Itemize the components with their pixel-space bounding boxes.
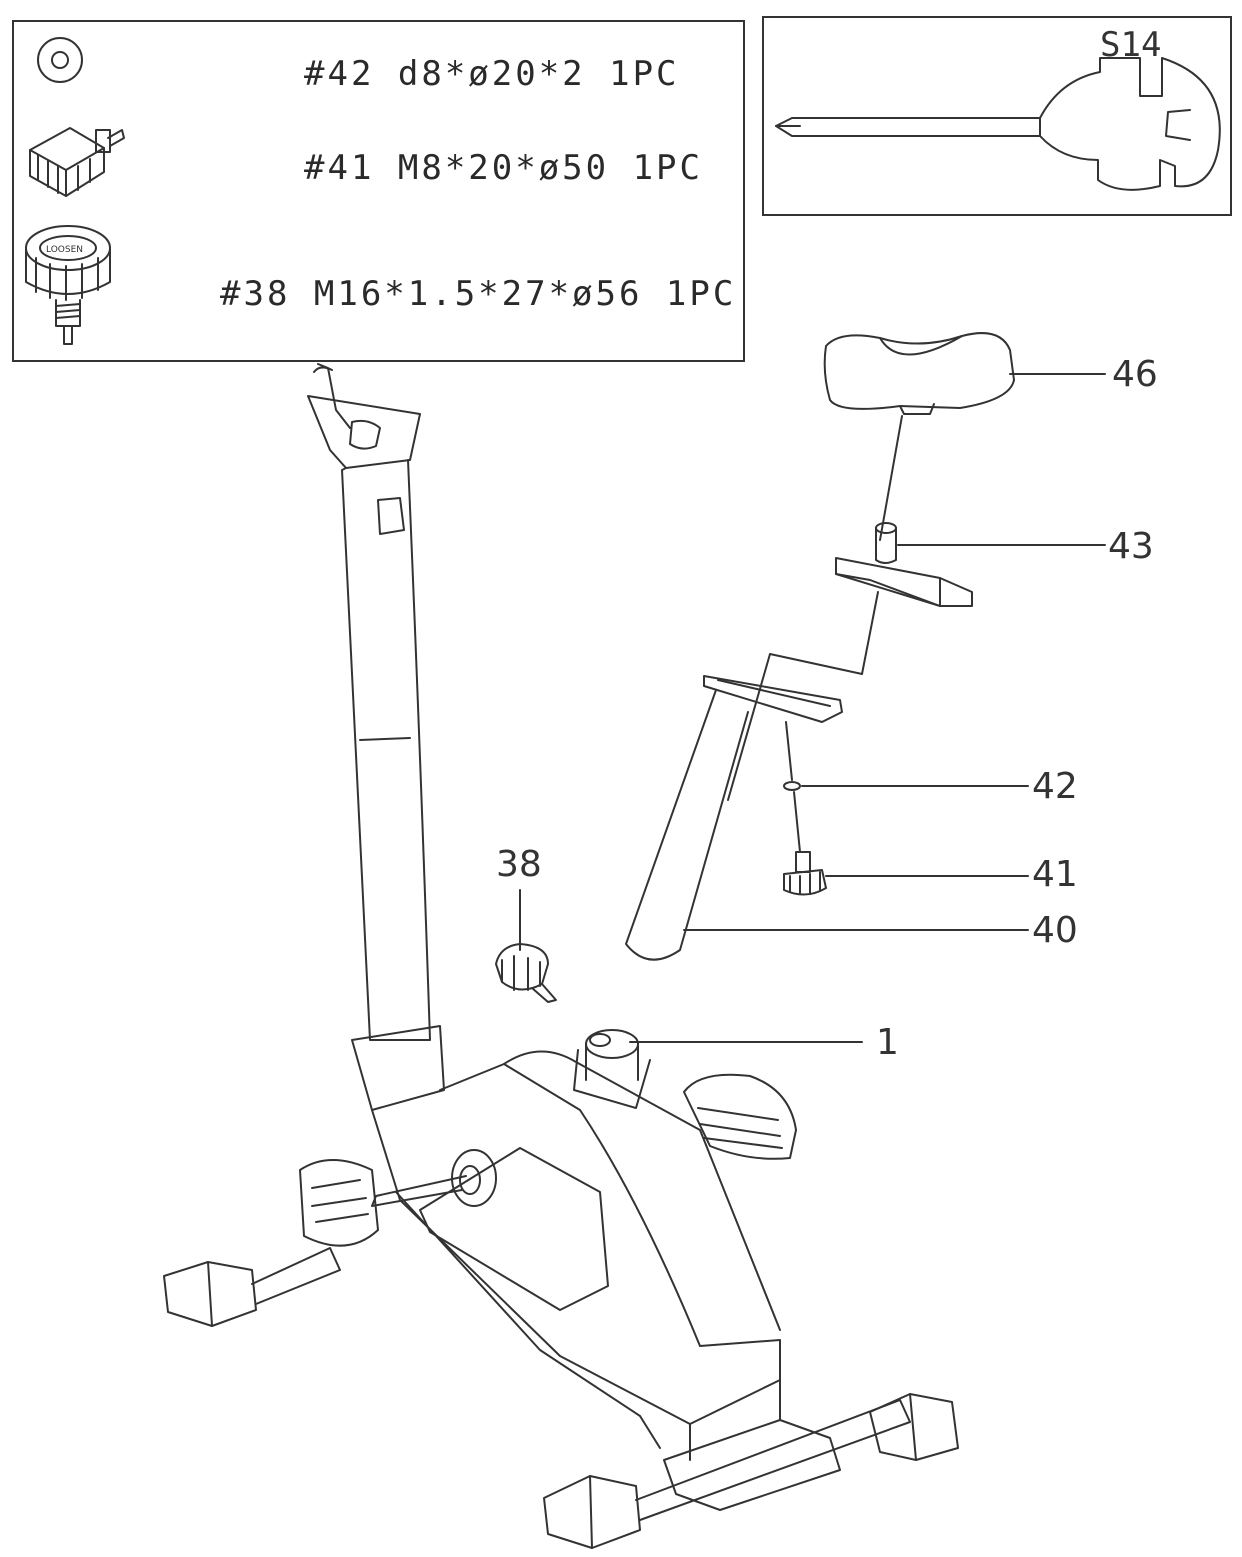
rear-stabilizer — [543, 1393, 959, 1549]
callout-1: 1 — [876, 1022, 899, 1063]
seat-post-part — [625, 675, 843, 961]
washer-icon — [37, 37, 83, 83]
callout-40: 40 — [1032, 910, 1078, 951]
knob-bolt-icon — [29, 127, 125, 197]
callout-41: 41 — [1032, 854, 1078, 895]
seat-slider-part — [727, 522, 973, 801]
screwdriver-wrench-icon: S14 — [775, 25, 1221, 191]
knob-loosen-text: LOOSEN — [46, 245, 83, 255]
callout-42: 42 — [1032, 766, 1078, 807]
callout-43: 43 — [1108, 526, 1154, 567]
adjust-knob-icon: LOOSEN — [25, 225, 111, 345]
callout-46: 46 — [1112, 354, 1158, 395]
washer-part — [783, 781, 801, 853]
part-spec-38: #38 M16*1.5*27*ø56 1PC — [220, 274, 737, 314]
handlebar-post — [307, 363, 431, 1041]
parts-list-box: #42 d8*ø20*2 1PC #41 M8*20*ø50 1PC #38 M… — [12, 20, 745, 362]
knob-part-41 — [783, 851, 827, 896]
tool-box — [762, 16, 1232, 216]
callout-38: 38 — [496, 844, 542, 885]
front-stabilizer — [163, 1247, 341, 1327]
tool-size-label: S14 — [1100, 25, 1161, 65]
knob-part-38 — [495, 889, 557, 1003]
part-spec-41: #41 M8*20*ø50 1PC — [304, 148, 703, 188]
main-body — [351, 1025, 781, 1461]
pedal-crank — [299, 1073, 797, 1247]
seat-part — [823, 332, 1015, 541]
part-spec-42: #42 d8*ø20*2 1PC — [304, 54, 680, 94]
